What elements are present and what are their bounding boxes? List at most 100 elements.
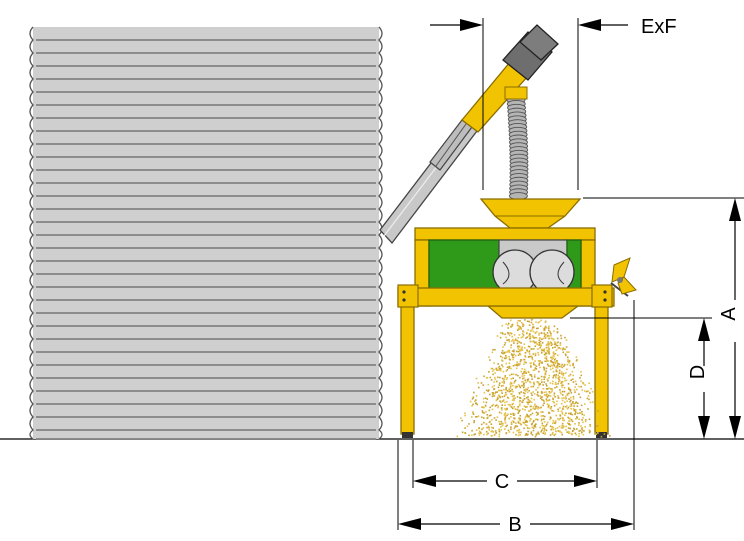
grain-speck [494, 405, 497, 407]
grain-speck [498, 368, 501, 370]
grain-speck [505, 378, 508, 381]
grain-speck [523, 374, 525, 377]
grain-speck [552, 352, 555, 354]
grain-speck [503, 399, 505, 401]
grain-speck [507, 350, 510, 353]
grain-speck [512, 402, 514, 405]
grain-speck [554, 346, 556, 348]
grain-speck [526, 427, 529, 429]
grain-speck [538, 334, 540, 336]
grain-speck [504, 357, 507, 360]
grain-speck [519, 397, 522, 399]
grain-speck [582, 416, 584, 419]
grain-speck [532, 323, 534, 326]
grain-speck [553, 404, 556, 407]
grain-speck [559, 414, 561, 416]
grain-speck [505, 323, 508, 325]
grain-speck [596, 420, 599, 422]
grain-speck [491, 405, 493, 407]
grain-speck [551, 409, 553, 412]
grain-speck [570, 407, 572, 410]
grain-speck [484, 404, 487, 407]
grain-speck [478, 430, 481, 433]
grain-speck [538, 341, 540, 344]
grain-speck [524, 392, 526, 395]
grain-speck [517, 320, 519, 322]
grain-speck [517, 434, 520, 437]
grain-speck [505, 351, 507, 354]
grain-speck [575, 409, 577, 411]
grain-speck [486, 433, 488, 436]
grain-speck [485, 377, 488, 379]
grain-speck [520, 321, 523, 324]
grain-speck [476, 416, 478, 418]
grain-speck [542, 337, 545, 340]
grain-speck [493, 395, 496, 397]
grain-speck [531, 327, 534, 330]
grain-speck [544, 325, 547, 328]
grain-speck [522, 330, 524, 332]
grain-speck [518, 334, 521, 336]
grain-speck [495, 367, 497, 370]
outlet-chute [486, 305, 580, 319]
grain-speck [500, 389, 503, 392]
grain-speck [542, 349, 544, 351]
grain-speck [547, 349, 550, 352]
grain-speck [555, 430, 557, 432]
grain-speck [531, 426, 533, 429]
grain-speck [526, 391, 529, 394]
grain-speck [509, 383, 512, 385]
grain-speck [500, 412, 503, 415]
grain-speck [513, 414, 515, 416]
grain-speck [513, 382, 515, 384]
grain-speck [561, 371, 563, 373]
grain-speck [527, 430, 529, 433]
grain-speck [550, 388, 553, 390]
grain-speck [552, 410, 555, 412]
grain-speck [573, 389, 576, 391]
grain-speck [557, 362, 559, 365]
left-leg [400, 305, 415, 435]
grain-speck [560, 364, 563, 366]
grain-speck [513, 427, 516, 430]
grain-speck [542, 384, 544, 386]
grain-speck [510, 373, 513, 376]
label-c: C [495, 471, 509, 493]
grain-speck [562, 405, 565, 408]
grain-speck [488, 421, 491, 423]
grain-speck [494, 376, 496, 379]
grain-speck [548, 392, 551, 394]
grain-speck [581, 432, 583, 434]
grain-speck [529, 420, 531, 422]
grain-speck [513, 399, 515, 402]
grain-speck [559, 407, 561, 409]
grain-speck [530, 362, 532, 364]
grain-speck [505, 425, 507, 428]
grain-speck [494, 378, 497, 381]
grain-speck [475, 402, 477, 405]
grain-speck [497, 386, 500, 389]
grain-speck [547, 343, 550, 346]
grain-speck [545, 356, 548, 358]
grain-speck [568, 412, 570, 415]
label-exf: ExF [641, 16, 677, 38]
grain-speck [528, 415, 530, 417]
grain-speck [594, 432, 597, 434]
grain-speck [530, 321, 533, 324]
grain-speck [542, 404, 544, 407]
dimension-exf: ExF [430, 16, 677, 38]
grain-speck [507, 324, 509, 326]
grain-speck [542, 399, 545, 402]
grain-speck [549, 330, 551, 333]
grain-speck [579, 396, 582, 399]
grain-speck [539, 397, 542, 400]
grain-speck [542, 415, 544, 417]
grain-speck [473, 421, 475, 424]
grain-speck [555, 370, 558, 373]
grain-speck [558, 418, 560, 421]
grain-speck [493, 362, 495, 364]
grain-speck [509, 381, 512, 384]
grain-speck [548, 399, 551, 401]
grain-speck [582, 421, 584, 424]
grain-speck [510, 367, 512, 370]
